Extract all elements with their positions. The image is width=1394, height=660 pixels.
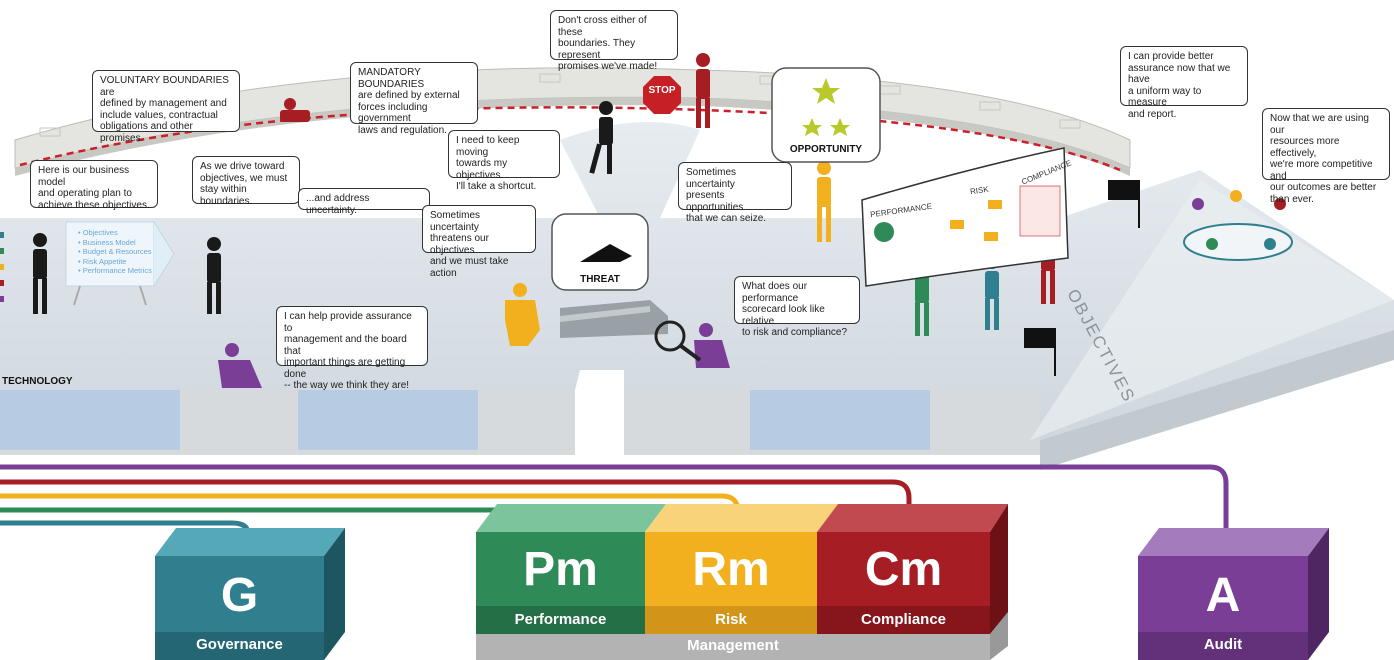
opportunity-uncertainty-bubble: Sometimes uncertainty presents opportuni…: [678, 162, 792, 224]
opportunity-label: OPPORTUNITY: [789, 144, 863, 155]
performance-letter: Pm: [523, 543, 598, 596]
plan-list: • Objectives • Business Model • Budget &…: [78, 228, 152, 276]
stop-sign: [643, 76, 681, 114]
threat-sign: [551, 213, 649, 291]
stop-label: STOP: [648, 85, 676, 96]
shortcut-steps: [560, 300, 668, 338]
dont-cross-bubble: Don't cross either of these boundaries. …: [550, 10, 678, 72]
drive-toward-bubble: As we drive toward objectives, we must s…: [192, 156, 300, 207]
audit-name: Audit: [1203, 636, 1243, 653]
management-base: [476, 612, 1008, 660]
governance-name: Governance: [196, 636, 283, 653]
finish-flags: [1024, 180, 1140, 376]
mandatory-boundaries-bubble: MANDATORY BOUNDARIES are defined by exte…: [350, 62, 478, 136]
assurance-bubble: I can help provide assurance to manageme…: [276, 306, 428, 391]
compliance-letter: Cm: [864, 543, 943, 596]
compliance-block: [817, 504, 1008, 634]
risk-name: Risk: [715, 611, 747, 628]
threat-uncertainty-bubble: Sometimes uncertainty threatens our obje…: [422, 205, 536, 279]
resources-bubble: Now that we are using our resources more…: [1262, 108, 1390, 205]
plan-item: • Risk Appetite: [78, 256, 127, 266]
governance-block: [155, 528, 345, 660]
audit-meeting-table: [1183, 190, 1293, 261]
plan-item: • Business Model: [78, 237, 136, 247]
plan-easel: [65, 221, 175, 306]
plan-item: • Objectives: [78, 228, 118, 237]
scorecard-bubble: What does our performance scorecard look…: [734, 276, 860, 338]
opportunity-sign: [771, 67, 881, 163]
compliance-name: Compliance: [860, 611, 947, 628]
management-name: Management: [687, 637, 779, 654]
scorecard-board: [861, 147, 1069, 287]
threat-label: THREAT: [580, 274, 620, 285]
performance-block: [476, 504, 666, 634]
address-uncertainty-bubble: ...and address uncertainty.: [298, 188, 430, 216]
business-model-bubble: Here is our business model and operating…: [30, 160, 158, 211]
governance-letter: G: [220, 569, 259, 622]
plan-item: • Budget & Resources: [78, 247, 152, 256]
magnifier: [654, 320, 702, 362]
risk-block: [645, 504, 838, 634]
plan-item: • Performance Metrics: [78, 266, 152, 275]
performance-name: Performance: [514, 611, 607, 628]
risk-letter: Rm: [692, 543, 770, 596]
audit-block: [1138, 528, 1329, 660]
voluntary-boundaries-bubble: VOLUNTARY BOUNDARIES are defined by mana…: [92, 70, 240, 144]
better-assurance-bubble: I can provide better assurance now that …: [1120, 46, 1248, 120]
shortcut-bubble: I need to keep moving towards my objecti…: [448, 130, 560, 192]
audit-letter: A: [1205, 569, 1241, 622]
technology-label: TECHNOLOGY: [2, 376, 73, 387]
